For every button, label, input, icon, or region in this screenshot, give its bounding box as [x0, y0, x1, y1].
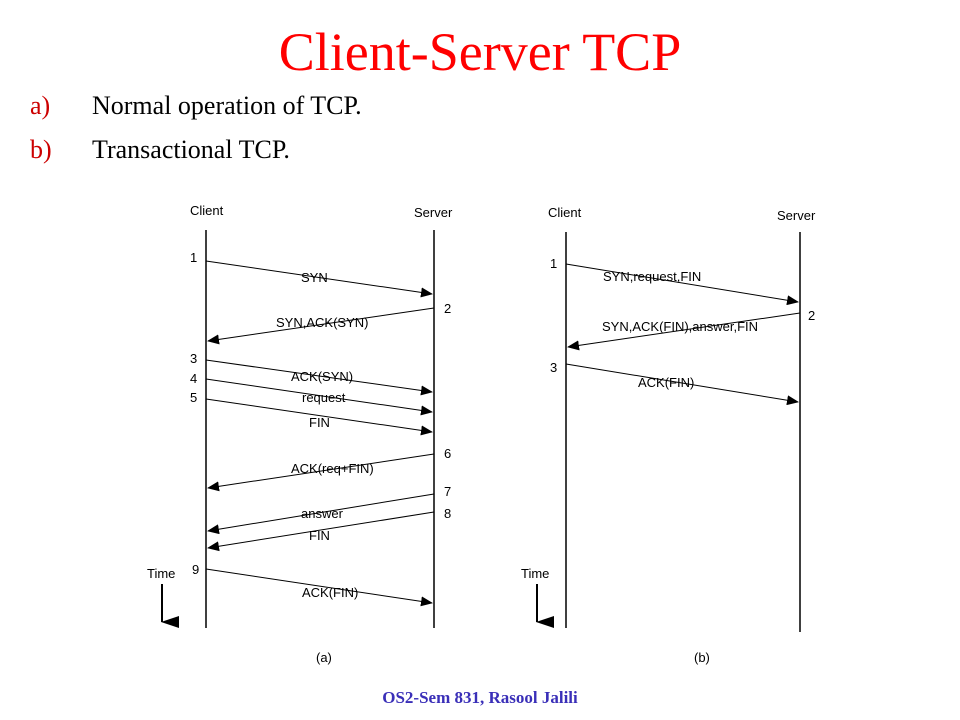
step-number: 7	[444, 484, 451, 499]
message-label: FIN	[309, 415, 330, 430]
message-label: request	[302, 390, 346, 405]
step-number: 3	[190, 351, 197, 366]
message-label: ACK(SYN)	[291, 369, 353, 384]
step-number: 5	[190, 390, 197, 405]
step-number: 2	[808, 308, 815, 323]
message-arrow-fin-2	[207, 511, 435, 552]
message-arrow-syn-ack	[207, 307, 435, 345]
message-arrow-syn-request-fin	[565, 263, 799, 306]
server-label: Server	[414, 205, 453, 220]
diagram-a: Client Server 1 2 3 4 5 6 7 8 9 SYN SYN,…	[147, 203, 453, 665]
message-arrow-syn	[205, 260, 433, 298]
diagram-b: Client Server 1 2 3 SYN,request,FIN SYN,…	[521, 205, 816, 665]
time-label: Time	[147, 566, 175, 581]
step-number: 2	[444, 301, 451, 316]
client-label: Client	[548, 205, 582, 220]
slide-title: Client-Server TCP	[278, 22, 682, 82]
message-label: SYN	[301, 270, 328, 285]
diagram-caption: (a)	[316, 650, 332, 665]
step-number: 6	[444, 446, 451, 461]
message-label: SYN,ACK(SYN)	[276, 315, 368, 330]
client-label: Client	[190, 203, 224, 218]
server-label: Server	[777, 208, 816, 223]
step-number: 9	[192, 562, 199, 577]
step-number: 8	[444, 506, 451, 521]
message-label: FIN	[309, 528, 330, 543]
message-label: ACK(FIN)	[638, 375, 694, 390]
message-arrow-ack-fin	[205, 568, 433, 607]
time-label: Time	[521, 566, 549, 581]
message-arrow-ack-fin	[565, 363, 799, 406]
bullet-marker: a)	[30, 91, 51, 120]
message-arrow-request	[205, 378, 433, 416]
footer-credit: OS2-Sem 831, Rasool Jalili	[382, 688, 578, 707]
message-label: answer	[301, 506, 344, 521]
message-arrow-ack-syn	[205, 359, 433, 396]
message-arrow-ack-req-fin	[207, 453, 435, 492]
message-label: ACK(req+FIN)	[291, 461, 374, 476]
diagram-caption: (b)	[694, 650, 710, 665]
message-label: SYN,request,FIN	[603, 269, 701, 284]
message-label: SYN,ACK(FIN),answer,FIN	[602, 319, 758, 334]
step-number: 1	[190, 250, 197, 265]
bullet-text: Transactional TCP.	[92, 135, 290, 164]
message-arrow-fin	[205, 398, 433, 436]
bullet-text: Normal operation of TCP.	[92, 91, 362, 120]
message-label: ACK(FIN)	[302, 585, 358, 600]
bullet-marker: b)	[30, 135, 52, 164]
message-arrow-syn-ack-answer-fin	[567, 312, 801, 351]
step-number: 1	[550, 256, 557, 271]
step-number: 4	[190, 371, 197, 386]
step-number: 3	[550, 360, 557, 375]
message-arrow-answer	[207, 493, 435, 535]
